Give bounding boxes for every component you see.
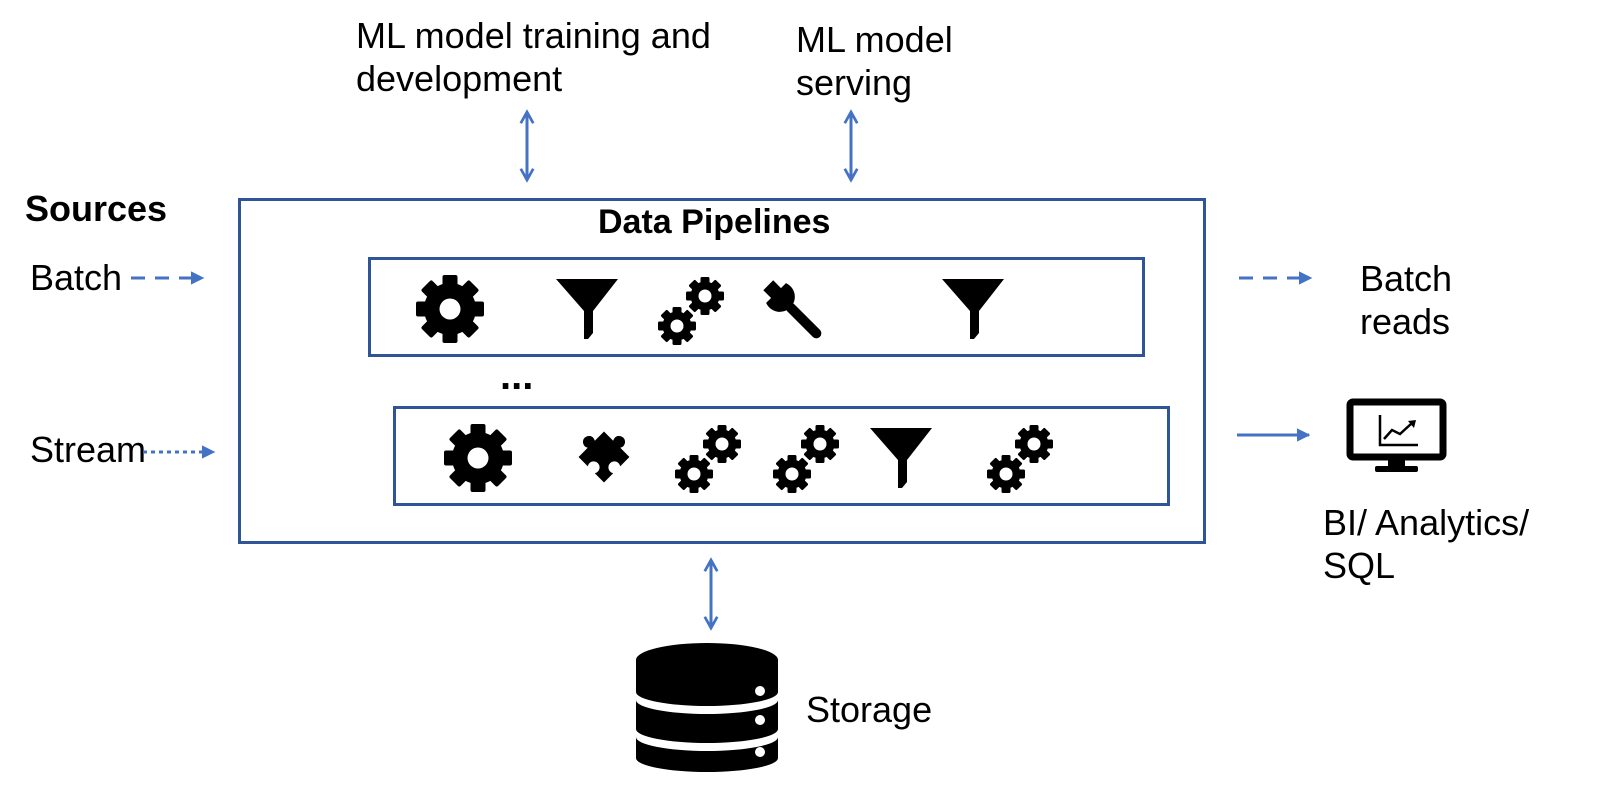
ml-serving-label-line1: ML model — [796, 19, 953, 60]
wrench-icon — [757, 274, 831, 348]
database-icon — [636, 643, 778, 772]
data-pipelines-box — [238, 198, 1206, 544]
pipeline-ellipsis: ... — [500, 354, 534, 398]
storage-label: Storage — [806, 689, 933, 730]
gears-icon — [773, 425, 839, 493]
gears-icon — [987, 425, 1053, 493]
gears-icon — [675, 425, 741, 493]
ml-training-label-line2: development — [356, 58, 563, 99]
batch-reads-label-line1: Batch — [1360, 258, 1453, 299]
gears-icon — [658, 277, 724, 345]
bi-analytics-label-line2: SQL — [1323, 545, 1396, 586]
pipeline-row-1 — [368, 257, 1145, 357]
filter-icon — [870, 428, 932, 488]
gear-icon — [444, 424, 512, 492]
bi-analytics-label-line1: BI/ Analytics/ — [1323, 502, 1530, 543]
gear-icon — [416, 275, 484, 343]
ml-serving-label-line2: serving — [796, 62, 913, 103]
ml-training-label-line1: ML model training and — [356, 15, 711, 56]
puzzle-icon — [571, 418, 637, 483]
sources-label: Sources — [25, 188, 168, 229]
batch-source-label: Batch — [30, 257, 123, 298]
filter-icon — [556, 279, 618, 339]
stream-source-label: Stream — [30, 429, 147, 470]
pipelines-title: Data Pipelines — [598, 203, 831, 241]
pipeline-row-2 — [393, 406, 1170, 506]
monitor-chart-icon — [1346, 398, 1447, 472]
batch-reads-label-line2: reads — [1360, 301, 1451, 342]
filter-icon — [942, 279, 1004, 339]
